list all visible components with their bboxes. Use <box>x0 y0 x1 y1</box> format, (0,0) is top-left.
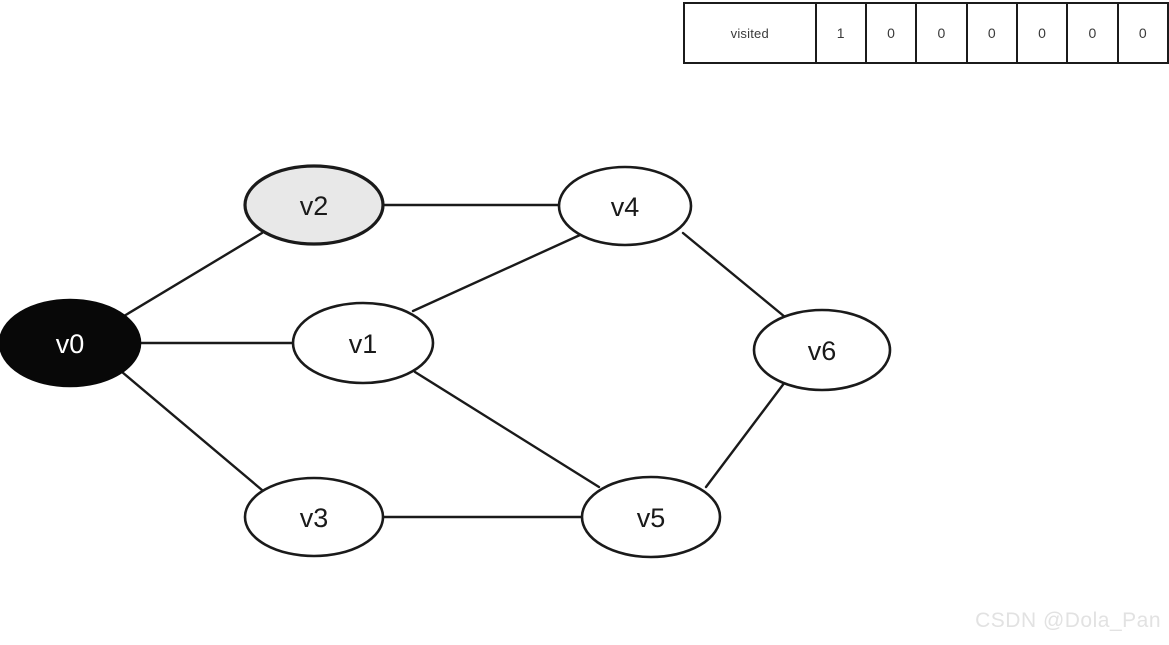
node-v5[interactable]: v5 <box>580 475 722 559</box>
visited-array-table: visited 1 0 0 0 0 0 0 <box>683 2 1169 64</box>
edge-v0-v3 <box>120 370 264 492</box>
node-v3-shape[interactable] <box>243 476 385 558</box>
graph-nodes: v0 v2 v1 v3 v4 v5 v6 <box>0 164 892 559</box>
node-v1-shape[interactable] <box>291 301 435 385</box>
visited-cell-6[interactable]: 0 <box>1116 2 1169 64</box>
node-v4[interactable]: v4 <box>557 165 693 247</box>
node-v0-shape[interactable] <box>0 298 142 388</box>
visited-cell-4[interactable]: 0 <box>1015 2 1069 64</box>
node-v4-label: v4 <box>611 192 640 222</box>
node-v6-shape[interactable] <box>752 308 892 392</box>
node-v3-label: v3 <box>300 503 329 533</box>
node-v2[interactable]: v2 <box>243 164 385 246</box>
visited-array-label: visited <box>683 2 817 64</box>
node-v0-label: v0 <box>56 329 85 359</box>
edge-v5-v6 <box>704 380 787 489</box>
node-v5-label: v5 <box>637 503 666 533</box>
node-v0[interactable]: v0 <box>0 298 142 388</box>
visited-cell-5[interactable]: 0 <box>1066 2 1119 64</box>
node-v3[interactable]: v3 <box>243 476 385 558</box>
edge-v1-v4 <box>411 233 582 313</box>
node-v2-label: v2 <box>300 191 329 221</box>
visited-cell-2[interactable]: 0 <box>915 2 968 64</box>
visited-cell-3[interactable]: 0 <box>965 2 1018 64</box>
node-v1[interactable]: v1 <box>291 301 435 385</box>
node-v4-shape[interactable] <box>557 165 693 247</box>
visited-cell-0[interactable]: 1 <box>814 2 867 64</box>
node-v2-shape[interactable] <box>243 164 385 246</box>
edge-v4-v6 <box>681 231 787 319</box>
node-v6-label: v6 <box>808 336 837 366</box>
node-v6[interactable]: v6 <box>752 308 892 392</box>
graph-edges <box>120 203 787 519</box>
watermark-text: CSDN @Dola_Pan <box>975 609 1161 632</box>
table-row: visited 1 0 0 0 0 0 0 <box>683 2 1169 64</box>
visited-cell-1[interactable]: 0 <box>864 2 918 64</box>
edge-v0-v2 <box>122 231 264 318</box>
edge-v1-v5 <box>413 370 601 489</box>
node-v1-label: v1 <box>349 329 378 359</box>
node-v5-shape[interactable] <box>580 475 722 559</box>
